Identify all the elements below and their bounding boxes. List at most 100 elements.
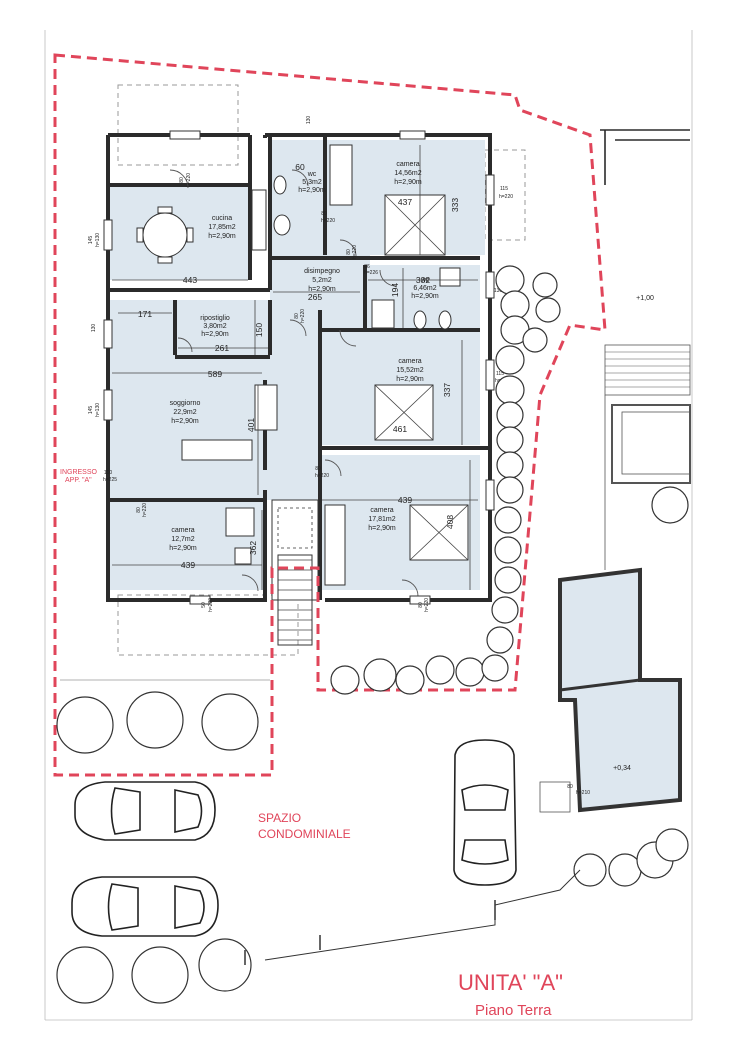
opening-label-220-bottom: h=220 [208,598,214,612]
dim-333: 333 [450,198,460,212]
stair-flight [277,554,313,646]
furniture [136,144,469,586]
svg-text:camera: camera [370,507,393,514]
door-swings [169,169,419,597]
opening-label-100-ingresso: 100 [104,470,113,476]
opening-label-115-camera: 115 [496,371,504,377]
opening-label-220-wc: h=220 [321,218,335,224]
dim-408: 408 [445,515,455,529]
svg-text:h=2,90m: h=2,90m [201,331,229,338]
room-label-camera-3: camera 12,7m2 h=2,90m [169,527,197,552]
svg-text:22,9m2: 22,9m2 [173,409,196,416]
dim-589: 589 [208,369,222,379]
svg-text:h=2,90m: h=2,90m [368,525,396,532]
elevation-label-2: +0,34 [613,765,631,772]
floor-subtitle: Piano Terra [475,1002,552,1019]
svg-text:h=2,90m: h=2,90m [298,187,326,194]
svg-text:ripostiglio: ripostiglio [200,315,230,322]
overhang-dashed-top [117,84,239,166]
opening-label-225-ingresso: h=225 [103,477,117,483]
opening-label-220-bottom-right: h=220 [424,598,430,612]
dim-337: 337 [442,383,452,397]
annex-building [558,567,682,813]
svg-text:h=2,90m: h=2,90m [411,293,439,300]
svg-text:h=2,90m: h=2,90m [394,179,422,186]
stair-treads [278,559,312,641]
opening-label-220-camera3: h=220 [142,503,148,517]
dim-437: 437 [398,197,412,207]
svg-text:camera: camera [171,527,194,534]
annex-partition [559,678,641,692]
dim-60: 60 [295,162,305,172]
svg-text:14,56m2: 14,56m2 [394,170,421,177]
car-2 [71,876,219,937]
room-label-soggiorno: soggiorno 22,9m2 h=2,90m [170,400,201,425]
dim-401: 401 [246,418,256,432]
area-label-line1: SPAZIO [258,811,301,825]
svg-text:3,80m2: 3,80m2 [203,323,226,330]
stair-treads-right [605,351,690,388]
svg-text:wc: wc [307,171,317,178]
dim-265: 265 [308,292,322,302]
trees [56,265,689,1004]
svg-text:17,85m2: 17,85m2 [208,224,235,231]
opening-label-80-bottom-right: 80 [418,602,424,608]
opening-label-50: 50 [201,602,207,608]
opening-label-220-cucina: h=220 [186,173,192,187]
room-label-cucina: cucina 17,85m2 h=2,90m [208,215,236,240]
window-label-145-1: 145 [88,236,94,245]
annex-step [539,781,571,813]
window-label-145-2: 145 [88,406,94,415]
parking-edge [264,869,581,961]
svg-text:camera: camera [396,161,419,168]
car-3 [453,739,517,886]
svg-text:soggiorno: soggiorno [170,400,201,407]
window-label-130-1: h=130 [95,233,101,247]
room-label-disimpegno: disimpegno 5,2m2 h=2,90m [304,268,340,293]
opening-label-80-camera3: 80 [136,507,142,513]
dim-362: 362 [248,541,258,555]
dim-194: 194 [390,283,400,297]
opening-label-220-camera4: h=220 [315,473,329,479]
room-label-camera-2: camera 15,52m2 h=2,90m [396,358,424,383]
dim-461: 461 [393,424,407,434]
svg-text:5,3m2: 5,3m2 [302,179,322,186]
area-label-line2: CONDOMINIALE [258,827,351,841]
dimension-lines [112,145,478,590]
opening-label-80-disimpegno: 80 [294,313,300,319]
svg-text:h=2,90m: h=2,90m [208,233,236,240]
room-label-ripostiglio: ripostiglio 3,80m2 h=2,90m [200,315,230,338]
svg-text:h=2,90m: h=2,90m [308,286,336,293]
annex-door-label-2: h=210 [576,790,590,796]
opening-label-86: 86 [364,264,370,270]
svg-text:h=2,90m: h=2,90m [169,545,197,552]
opening-label-220-right: h=220 [499,194,513,200]
unit-boundary [53,53,607,777]
stairwell [271,499,319,601]
dim-171: 171 [138,309,152,319]
opening-label-130-bath: 130 [494,288,503,294]
dim-439-left: 439 [181,560,195,570]
dim-443: 443 [183,275,197,285]
svg-text:h=2,90m: h=2,90m [396,376,424,383]
entrance-label-2: APP. "A" [65,477,92,484]
window-label-130-2: h=130 [95,403,101,417]
opening-label-115-right: 115 [500,186,508,192]
dim-439-right: 439 [398,495,412,505]
svg-text:cucina: cucina [212,215,232,222]
svg-text:12,7m2: 12,7m2 [171,536,194,543]
opening-label-130-left: 130 [91,324,97,333]
car-1 [74,781,216,841]
opening-label-220-disimpegno: h=220 [300,309,306,323]
svg-text:wc: wc [420,277,430,284]
dim-261: 261 [215,343,229,353]
entrance-label-1: INGRESSO [60,469,98,476]
svg-text:5,2m2: 5,2m2 [312,277,332,284]
opening-label-80-cucina: 80 [179,177,185,183]
elevation-label-1: +1,00 [636,295,654,302]
neighbour-building-outline [600,129,690,185]
landing [277,507,313,549]
windows [103,130,495,605]
room-label-camera-1: camera 14,56m2 h=2,90m [394,161,422,186]
